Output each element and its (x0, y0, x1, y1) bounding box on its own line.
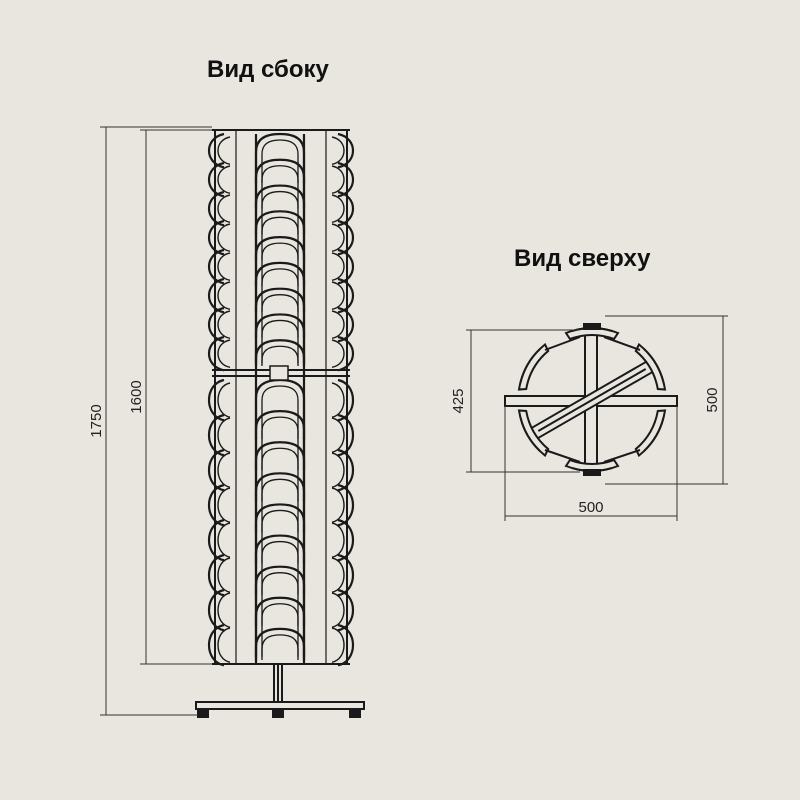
front-holder-arc (254, 287, 306, 338)
dim-500-width: 500 (578, 499, 603, 516)
top-view-drawing (504, 323, 678, 476)
side-holder-arc (208, 553, 225, 597)
dim-425: 425 (450, 388, 467, 413)
center-holder-column (235, 130, 327, 664)
front-holder-arc (254, 410, 306, 471)
pole-clamp (269, 365, 289, 381)
side-holder-arc (337, 306, 354, 343)
front-holder-arc (254, 596, 306, 657)
side-holder-arc (337, 448, 354, 492)
side-holder-arc (337, 219, 354, 256)
front-holder-arc (254, 132, 306, 183)
side-holder-arc (337, 132, 354, 169)
dim-500-height: 500 (704, 387, 721, 412)
side-holder-arc (337, 277, 354, 314)
side-holder-arc (208, 277, 225, 314)
side-holder-arc (337, 553, 354, 597)
side-holder-arc (208, 335, 225, 372)
top-dimensions (466, 315, 728, 521)
side-holder-arc (208, 448, 225, 492)
upper-right-holder (634, 342, 667, 391)
front-holder-arc (254, 236, 306, 287)
lower-left-holder (517, 409, 550, 458)
side-holder-arc (337, 483, 354, 527)
front-holder-arc (254, 158, 306, 209)
side-holder-arc (208, 219, 225, 256)
front-holder-arc (254, 503, 306, 564)
front-holder-arc (254, 184, 306, 235)
front-holder-arc (254, 261, 306, 312)
side-holder-arc (208, 623, 225, 667)
left-holder-column (208, 132, 231, 667)
side-holder-arc (337, 335, 354, 372)
side-holder-arc (208, 518, 225, 562)
right-holder-column (331, 132, 354, 667)
dim-1750: 1750 (88, 404, 105, 437)
front-holder-arc (254, 210, 306, 261)
front-holder-arc (254, 565, 306, 626)
side-holder-arc (337, 518, 354, 562)
side-holder-arc (208, 588, 225, 632)
rack-frame (212, 129, 350, 665)
side-holder-arc (208, 190, 225, 227)
side-holder-arc (208, 248, 225, 285)
front-holder-arc (254, 378, 306, 440)
bottom-holder (564, 458, 620, 476)
front-holder-arc (254, 534, 306, 595)
side-holder-arc (208, 378, 225, 422)
front-holder-arc (254, 313, 306, 364)
side-holder-arc (337, 623, 354, 667)
side-holder-arc (208, 132, 225, 169)
side-holder-arc (208, 483, 225, 527)
lower-right-holder (634, 409, 667, 458)
side-holder-arc (337, 588, 354, 632)
side-view-drawing (195, 129, 365, 718)
top-view-title: Вид сверху (514, 245, 651, 272)
front-holder-arc (254, 472, 306, 533)
side-holder-arc (208, 413, 225, 457)
side-holder-arc (337, 161, 354, 198)
side-view-title: Вид сбоку (207, 56, 329, 83)
side-holder-arc (208, 306, 225, 343)
front-holder-arc (254, 627, 306, 660)
front-holder-arc (254, 339, 306, 366)
side-holder-arc (337, 248, 354, 285)
side-holder-arc (337, 413, 354, 457)
side-holder-arc (337, 378, 354, 422)
front-holder-arc (254, 441, 306, 502)
upper-left-holder (517, 342, 550, 391)
dim-1600: 1600 (128, 380, 145, 413)
stand-base (195, 663, 365, 718)
side-holder-arc (208, 161, 225, 198)
side-holder-arc (337, 190, 354, 227)
side-dimensions (100, 126, 212, 716)
